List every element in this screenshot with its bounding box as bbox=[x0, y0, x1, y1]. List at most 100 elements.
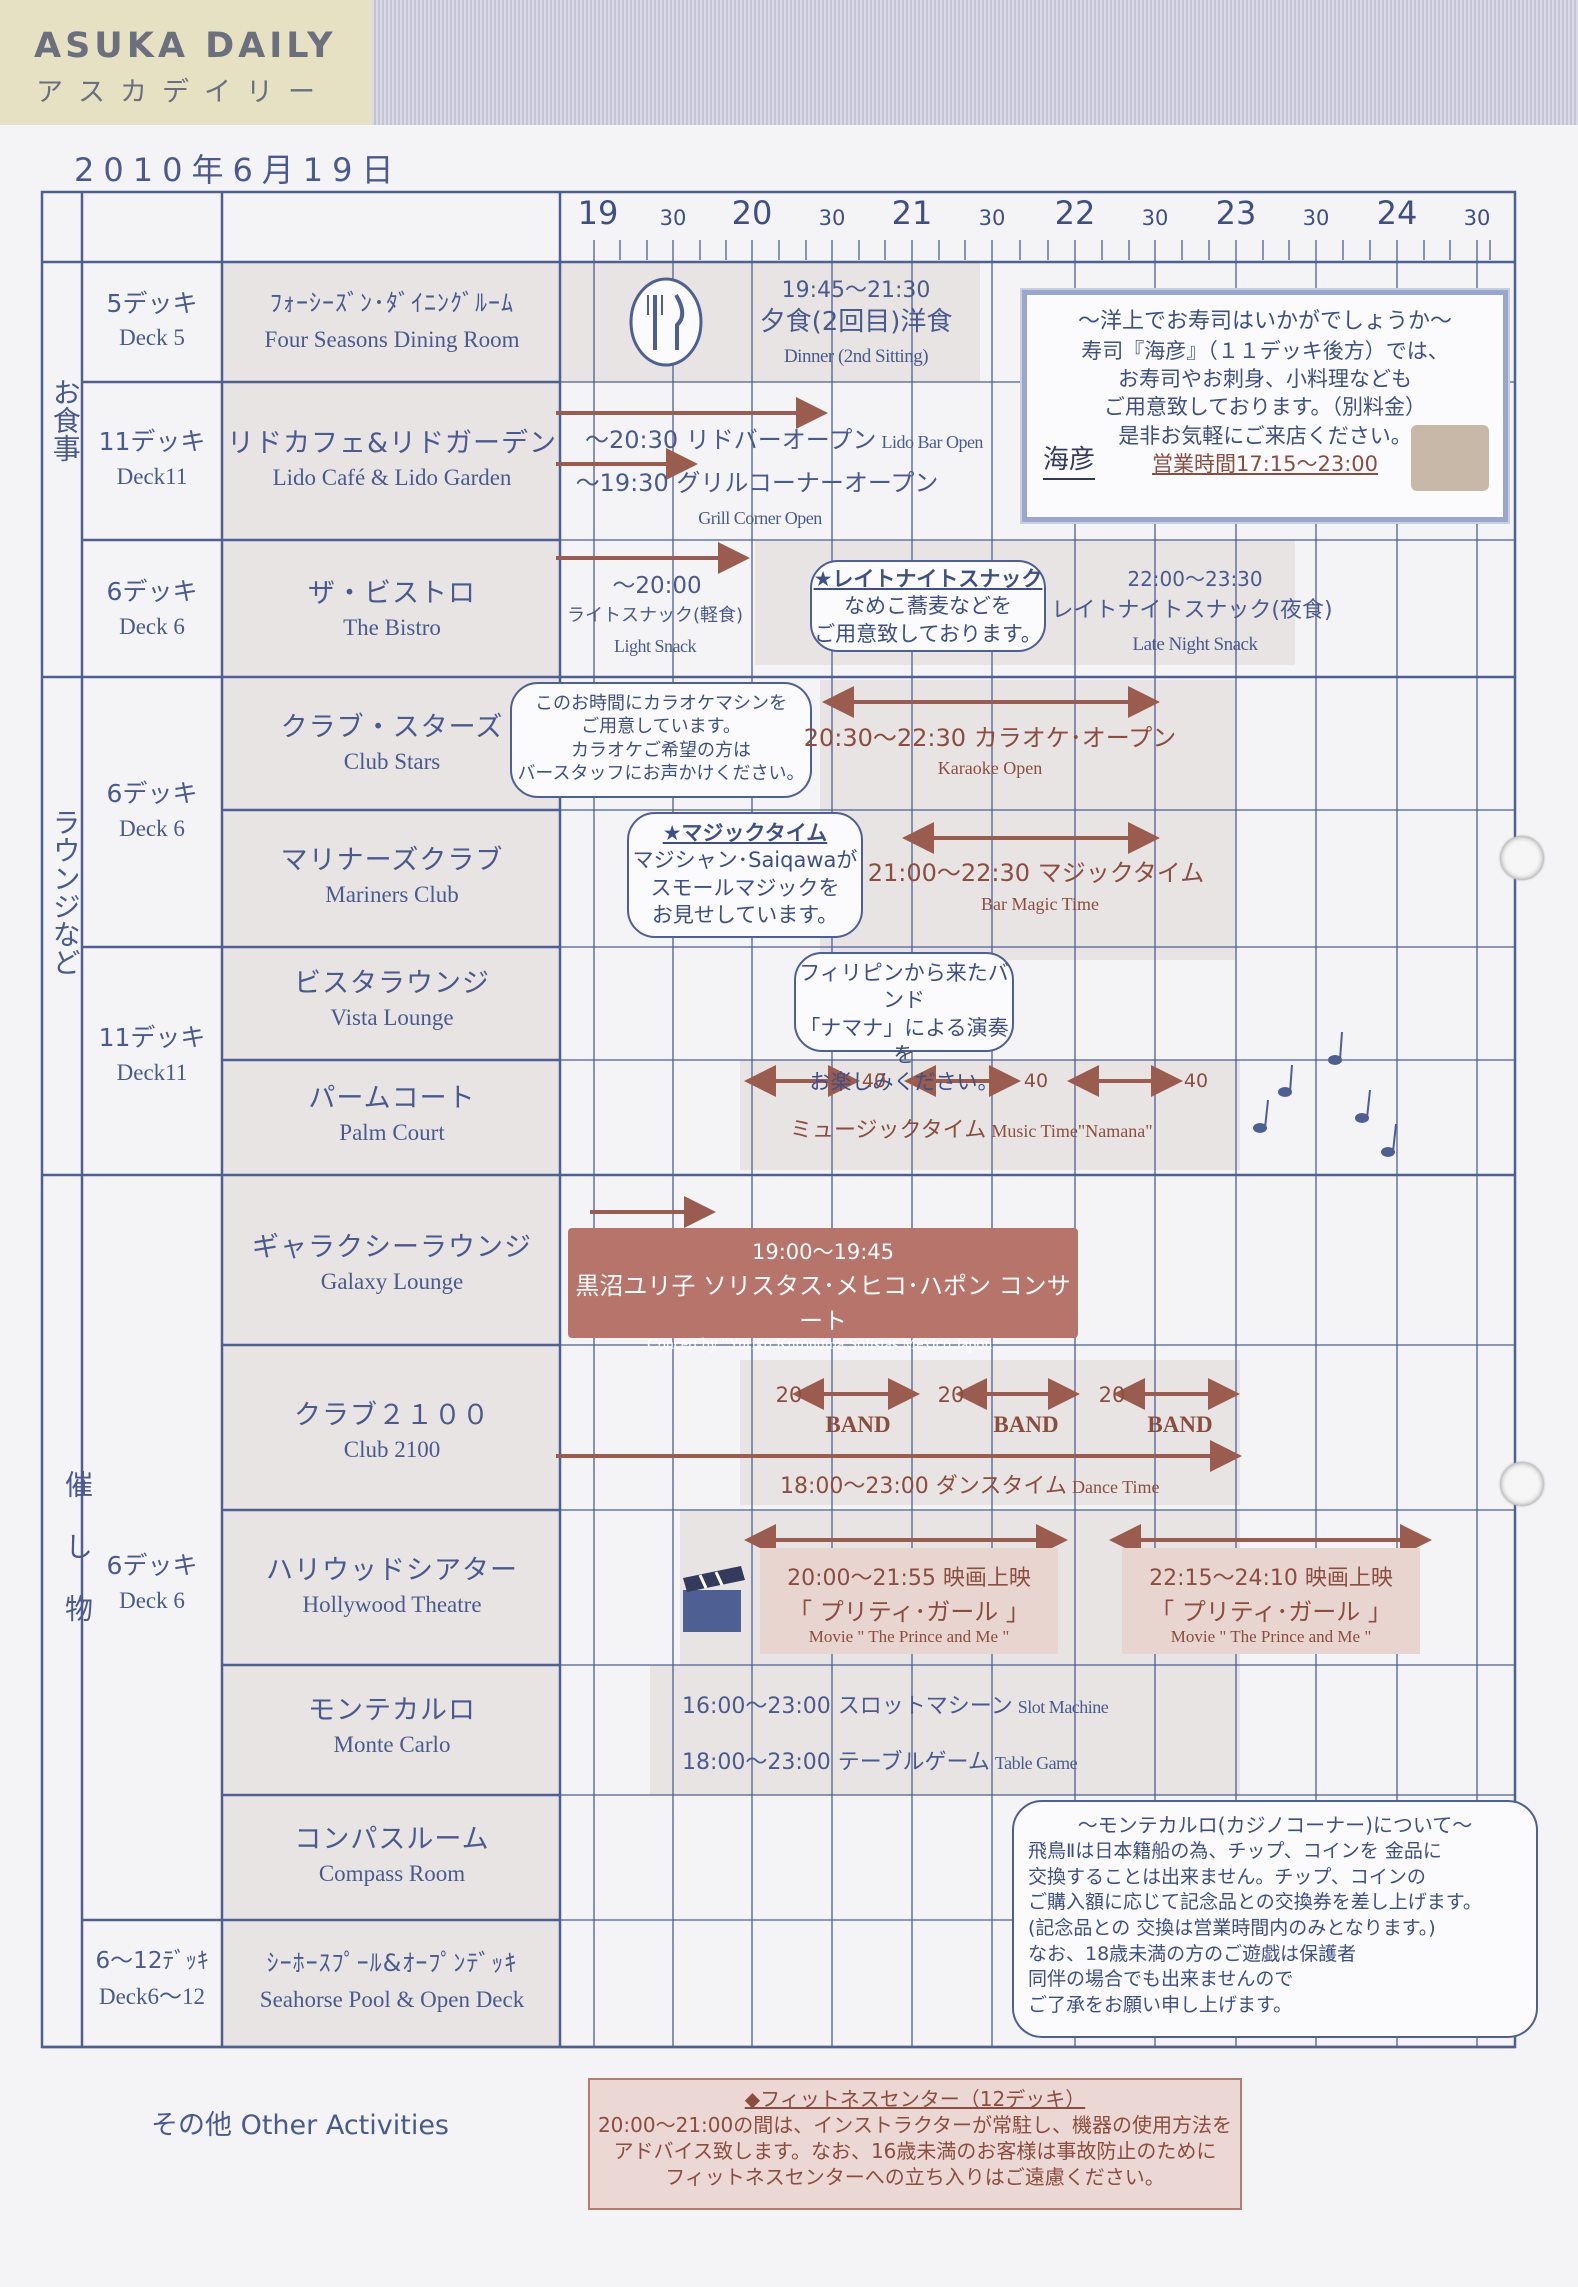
magic-bubble: ★マジックタイム マジシャン･Saiqawaが スモールマジックを お見せしてい… bbox=[627, 812, 863, 938]
deck-label: 6デッキ bbox=[106, 577, 198, 606]
deck-label: 11デッキ bbox=[98, 1023, 206, 1052]
brand-subtitle: アスカデイリー bbox=[36, 77, 330, 108]
late-snack-label: レイトナイトスナック(夜食) bbox=[1051, 598, 1333, 623]
venue-vista-en: Vista Lounge bbox=[330, 1005, 454, 1030]
dinner-label: 夕食(2回目)洋食 bbox=[759, 307, 953, 337]
snack-bubble-line: ご用意致しております。 bbox=[814, 621, 1042, 646]
casino-notice-line: なお、18歳未満の方のご遊戯は保護者 bbox=[1028, 1942, 1357, 1965]
band-bubble-line: お楽しみください。 bbox=[809, 1070, 999, 1095]
magic-label: 21:00～22:30 マジックタイム bbox=[867, 859, 1205, 887]
music-time-label: ミュージックタイム bbox=[790, 1118, 987, 1143]
sushi-line: ～洋上でお寿司はいかがでしょうか～ bbox=[1077, 309, 1452, 334]
deck-label-en: Deck11 bbox=[116, 464, 188, 489]
snack-bubble-line: なめこ蕎麦などを bbox=[844, 594, 1012, 619]
time-2430: 30 bbox=[1463, 206, 1491, 230]
brand-box bbox=[0, 0, 372, 125]
movie-2-title: 「 プリティ･ガール 」 bbox=[1150, 1598, 1392, 1626]
venue-hollywood: ハリウッドシアター bbox=[266, 1555, 518, 1586]
venue-monte-en: Monte Carlo bbox=[333, 1732, 451, 1757]
music-interval-3: 40 bbox=[1183, 1070, 1209, 1092]
snack-bubble-title: ★レイトナイトスナック bbox=[813, 567, 1043, 591]
category-events: 催し物 bbox=[61, 1470, 94, 1656]
header-stripe bbox=[372, 0, 1578, 125]
music-time-label-en: Music Time"Namana" bbox=[991, 1121, 1153, 1141]
magic-bubble-line: スモールマジックを bbox=[650, 875, 840, 900]
movie-box-1: 20:00～21:55 映画上映 「 プリティ･ガール 」 Movie " Th… bbox=[760, 1548, 1058, 1654]
magic-bubble-line: マジシャン･Saiqawaが bbox=[632, 848, 858, 873]
time-23: 23 bbox=[1215, 194, 1257, 232]
fork-knife-icon bbox=[629, 277, 703, 367]
punch-hole bbox=[1500, 836, 1544, 880]
lido-bar-label: ～20:30 リドバーオープン bbox=[585, 426, 877, 454]
concert-time: 19:00～19:45 bbox=[751, 1240, 895, 1264]
karaoke-bubble-line: このお時間にカラオケマシンを bbox=[535, 693, 787, 714]
venue-bistro: ザ・ビストロ bbox=[308, 578, 476, 609]
deck-label-en: Deck 6 bbox=[119, 1588, 185, 1613]
slot-machine-label: 16:00～23:00 スロットマシーン bbox=[682, 1694, 1013, 1719]
movie-2-title-en: Movie " The Prince and Me " bbox=[1170, 1627, 1372, 1646]
venue-seahorse: ｼｰﾎｰｽﾌﾟｰﾙ&ｵｰﾌﾟﾝﾃﾞｯｷ bbox=[266, 1949, 518, 1977]
karaoke-bubble-line: カラオケご希望の方は bbox=[571, 739, 751, 761]
music-interval-1: 40 bbox=[861, 1070, 887, 1092]
venue-club-stars-en: Club Stars bbox=[343, 749, 441, 774]
dinner-time: 19:45～21:30 bbox=[781, 278, 931, 303]
casino-notice: ～モンテカルロ(カジノコーナー)について～ 飛鳥Ⅱは日本籍船の為、チップ、コイン… bbox=[1012, 1800, 1538, 2038]
band-label-2: BAND bbox=[993, 1412, 1059, 1437]
clapperboard-icon bbox=[683, 1566, 745, 1632]
movie-box-2: 22:15～24:10 映画上映 「 プリティ･ガール 」 Movie " Th… bbox=[1122, 1548, 1420, 1654]
fitness-notice-title: ◆フィットネスセンター（12デッキ） bbox=[744, 2087, 1086, 2111]
band-bubble-line: フィリピンから来たバンド bbox=[799, 961, 1009, 1013]
sushi-line: 是非お気軽にご来店ください。 bbox=[1118, 423, 1412, 448]
karaoke-bubble: このお時間にカラオケマシンを ご用意しています。 カラオケご希望の方は バースタ… bbox=[510, 682, 812, 798]
concert-box: 19:00～19:45 黒沼ユリ子 ソリスタス･メヒコ･ハポン コンサート Co… bbox=[568, 1228, 1078, 1353]
deck-label: 6デッキ bbox=[106, 1551, 198, 1580]
karaoke-bubble-line: バースタッフにお声かけください。 bbox=[517, 763, 805, 785]
category-lounge: ラウンジなど bbox=[48, 808, 82, 976]
venue-bistro-en: The Bistro bbox=[343, 615, 441, 640]
deck-label-en: Deck11 bbox=[116, 1060, 188, 1085]
category-dining: お食事 bbox=[48, 378, 82, 462]
venue-compass: コンパスルーム bbox=[294, 1824, 490, 1855]
concert-title-en: Concert by "Yuriko Kuronuma Solistas Mex… bbox=[647, 1336, 999, 1353]
venue-monte: モンテカルロ bbox=[308, 1695, 476, 1726]
karaoke-bubble-line: ご用意しています。 bbox=[581, 716, 741, 738]
deck-label-en: Deck6～12 bbox=[98, 1984, 206, 2009]
sushi-hours: 営業時間17:15～23:00 bbox=[1151, 452, 1379, 477]
casino-notice-line: 交換することは出来ません。チップ、コインの bbox=[1028, 1865, 1426, 1888]
venue-club2100: クラブ２１００ bbox=[294, 1400, 490, 1431]
casino-notice-line: ご了承をお願い申し上げます。 bbox=[1028, 1993, 1293, 2016]
slot-machine-event: 16:00～23:00 スロットマシーン Slot Machine bbox=[682, 1688, 1109, 1720]
venue-club2100-en: Club 2100 bbox=[343, 1437, 441, 1462]
dance-time-event: 18:00～23:00 ダンスタイム Dance Time bbox=[780, 1468, 1160, 1500]
fitness-notice-line: フィットネスセンターへの立ち入りはご遠慮ください。 bbox=[665, 2165, 1165, 2189]
music-time-event: ミュージックタイム Music Time"Namana" bbox=[790, 1112, 1153, 1144]
dance-time-label-en: Dance Time bbox=[1072, 1477, 1160, 1497]
casino-notice-line: 同伴の場合でも出来ませんので bbox=[1028, 1968, 1294, 1991]
sushi-notice: ～洋上でお寿司はいかがでしょうか～ 寿司『海彦』（１１デッキ後方）では、 お寿司… bbox=[1020, 288, 1510, 524]
movie-2-time: 22:15～24:10 映画上映 bbox=[1149, 1566, 1393, 1591]
band-bubble: フィリピンから来たバンド 「ナマナ」による演奏を お楽しみください。 bbox=[794, 952, 1014, 1094]
venue-hollywood-en: Hollywood Theatre bbox=[302, 1592, 482, 1617]
table-game-label: 18:00～23:00 テーブルゲーム bbox=[682, 1750, 990, 1775]
fitness-notice-line: 20:00～21:00の間は、インストラクターが常駐し、機器の使用方法を bbox=[597, 2113, 1233, 2137]
time-2230: 30 bbox=[1141, 206, 1169, 230]
time-21: 21 bbox=[891, 194, 933, 232]
late-snack-time: 22:00～23:30 bbox=[1127, 567, 1263, 591]
time-24: 24 bbox=[1376, 194, 1418, 232]
time-2130: 30 bbox=[978, 206, 1006, 230]
venue-four-seasons-en: Four Seasons Dining Room bbox=[264, 327, 520, 352]
casino-notice-line: 飛鳥Ⅱは日本籍船の為、チップ、コインを 金品に bbox=[1028, 1840, 1442, 1862]
movie-1-title: 「 プリティ･ガール 」 bbox=[788, 1598, 1030, 1626]
venue-palm: パームコート bbox=[308, 1083, 476, 1114]
venue-mariners-en: Mariners Club bbox=[325, 882, 459, 907]
venue-four-seasons: ﾌｫｰｼｰｽﾞﾝ･ﾀﾞｲﾆﾝｸﾞﾙｰﾑ bbox=[270, 289, 514, 317]
table-game-label-en: Table Game bbox=[994, 1753, 1078, 1773]
deck-label-en: Deck 6 bbox=[119, 614, 185, 639]
category-other: その他 Other Activities bbox=[150, 2110, 450, 2141]
dinner-label-en: Dinner (2nd Sitting) bbox=[783, 346, 929, 367]
time-2330: 30 bbox=[1302, 206, 1330, 230]
band-label-3: BAND bbox=[1147, 1412, 1213, 1437]
movie-1-title-en: Movie " The Prince and Me " bbox=[808, 1627, 1010, 1646]
lido-bar-label-en: Lido Bar Open bbox=[881, 432, 983, 452]
time-22: 22 bbox=[1054, 194, 1096, 232]
